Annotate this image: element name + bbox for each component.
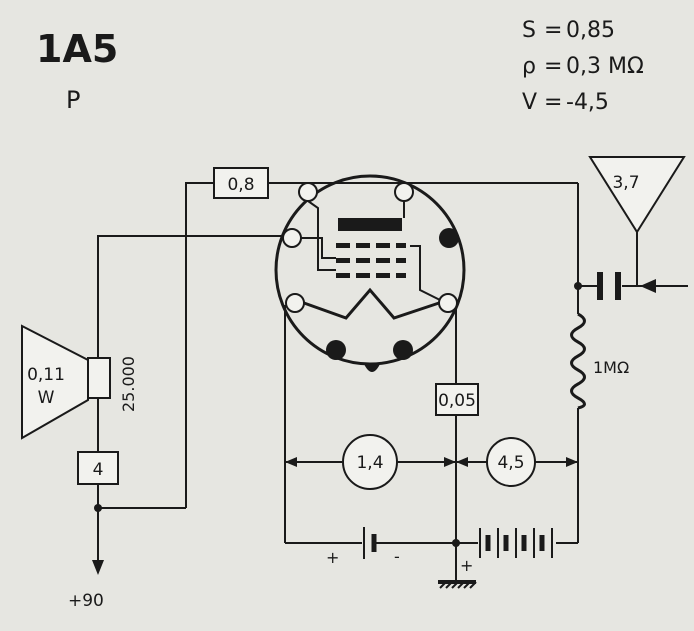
wiring bbox=[97, 182, 598, 572]
tube-pin-bottom-right-dark bbox=[393, 340, 413, 360]
spec-eq-v: = bbox=[544, 90, 562, 115]
speaker-symbol bbox=[21, 324, 111, 440]
tube-pin-top-right bbox=[394, 182, 414, 202]
antenna-symbol bbox=[588, 156, 688, 293]
ground-plus-label: + bbox=[460, 556, 473, 575]
tube-pin-right-dark bbox=[439, 228, 459, 248]
spec-value-rho: 0,3 MΩ bbox=[566, 54, 644, 79]
spec-symbol-rho: ρ bbox=[522, 54, 536, 79]
cathode-resistor bbox=[435, 383, 479, 416]
cathode-resistor-label: 0,05 bbox=[438, 391, 476, 411]
plate-resistor-label: 0,8 bbox=[227, 175, 254, 195]
speaker-resistor-label: 4 bbox=[93, 460, 104, 480]
spec-eq-s: = bbox=[544, 18, 562, 43]
tube-pin-left bbox=[282, 228, 302, 248]
spec-symbol-v: V bbox=[522, 90, 537, 115]
tube-subtitle: P bbox=[66, 86, 80, 114]
tube-grids bbox=[336, 243, 406, 278]
spec-value-s: 0,85 bbox=[566, 18, 615, 43]
speaker-impedance-label: 25.000 bbox=[119, 356, 138, 412]
tube-pin-lower-left bbox=[285, 293, 305, 313]
battery-minus-label: - bbox=[394, 547, 400, 566]
grid-resistor-label: 1MΩ bbox=[593, 358, 629, 377]
antenna-label: 3,7 bbox=[612, 173, 639, 193]
bias-voltage-circle bbox=[486, 437, 536, 487]
speaker-power-top: 0,11 bbox=[27, 365, 65, 385]
junction-dots bbox=[94, 282, 582, 547]
filament-voltage-label: 1,4 bbox=[356, 453, 383, 473]
speaker-power-bottom: W bbox=[38, 388, 55, 408]
tube-pin-bottom-left-dark bbox=[326, 340, 346, 360]
supply-label: +90 bbox=[68, 591, 104, 611]
bias-voltage-label: 4,5 bbox=[497, 453, 524, 473]
tube-symbol bbox=[274, 174, 466, 372]
speaker-resistor bbox=[77, 451, 119, 485]
bias-battery bbox=[479, 528, 553, 558]
spec-symbol-s: S bbox=[522, 18, 536, 43]
tube-plate bbox=[338, 218, 402, 231]
ground-symbol bbox=[438, 572, 477, 589]
grid-resistor-coil bbox=[570, 312, 586, 410]
filament-voltage-circle bbox=[342, 434, 398, 490]
tube-pin-lower-right bbox=[438, 293, 458, 313]
plate-resistor bbox=[213, 167, 269, 199]
tube-title: 1A5 bbox=[36, 27, 118, 71]
spec-list: S = 0,85 ρ = 0,3 MΩ V = -4,5 bbox=[522, 18, 644, 115]
spec-eq-rho: = bbox=[544, 54, 562, 79]
filament-battery bbox=[363, 527, 377, 559]
grid-capacitor bbox=[597, 272, 621, 300]
spec-value-v: -4,5 bbox=[566, 90, 609, 115]
supply-arrow bbox=[92, 560, 104, 575]
battery-plus-label: + bbox=[326, 548, 339, 567]
tube-pin-top-left bbox=[298, 182, 318, 202]
